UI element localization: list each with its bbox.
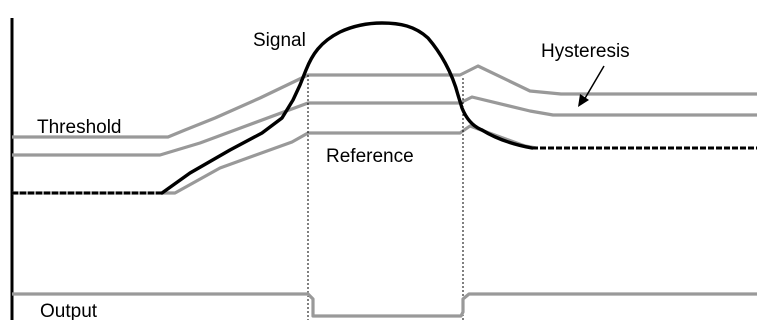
output-label: Output xyxy=(40,301,98,320)
reference-label: Reference xyxy=(326,146,414,167)
arrowhead-icon xyxy=(578,94,589,107)
hysteresis-arrow xyxy=(583,65,605,101)
threshold-label: Threshold xyxy=(37,117,122,138)
hysteresis-label: Hysteresis xyxy=(541,41,630,62)
output-waveform xyxy=(12,292,757,318)
signal-curve xyxy=(160,21,534,195)
threshold-line-upper xyxy=(12,64,757,139)
signal-label: Signal xyxy=(253,30,306,51)
